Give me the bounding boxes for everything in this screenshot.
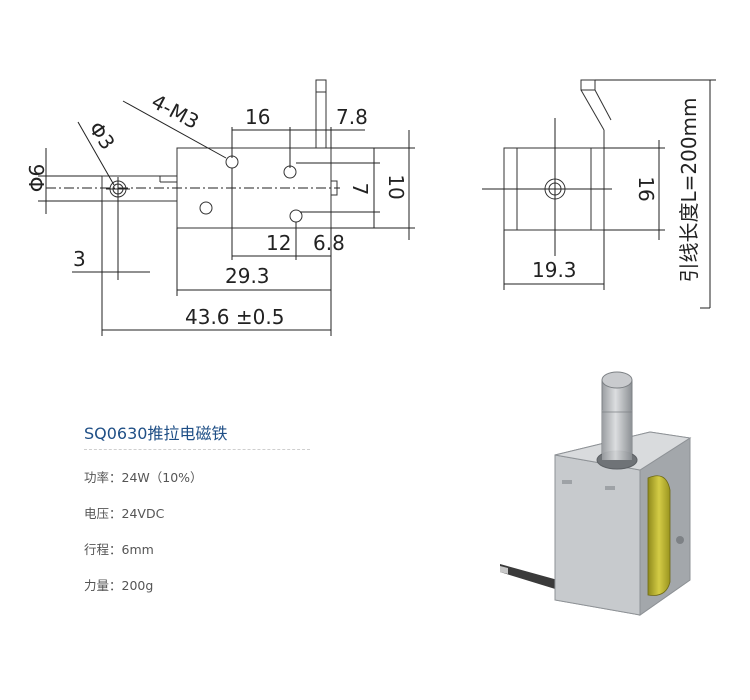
dim-3-label: 3 (73, 247, 86, 271)
side-view: 16 19.3 引线长度L=200mm (482, 79, 716, 309)
product-image (500, 371, 692, 616)
coil (647, 475, 671, 596)
phi6-label: Φ6 (25, 164, 49, 192)
dim-43-6-label: 43.6 ±0.5 (185, 305, 284, 329)
spec-stroke: 行程：6mm (84, 542, 154, 557)
dim-16-label: 16 (245, 105, 270, 129)
front-view: 4-M3 Φ3 Φ6 16 7.8 7 10 3 (25, 79, 415, 336)
lead-wire (500, 564, 565, 592)
product-title: SQ0630推拉电磁铁 (84, 424, 228, 443)
side-dim-16-label: 16 (634, 176, 658, 201)
dim-7-8-label: 7.8 (336, 105, 368, 129)
spec-voltage: 电压：24VDC (84, 506, 165, 521)
spec-power: 功率：24W（10%） (84, 470, 203, 485)
phi3-label: Φ3 (84, 117, 120, 154)
mount-hole (199, 201, 213, 215)
lead-length-label: 引线长度L=200mm (677, 97, 701, 282)
title-divider (84, 449, 310, 450)
m3-label: 4-M3 (148, 89, 203, 134)
dim-7-label: 7 (348, 183, 372, 196)
dim-29-3-label: 29.3 (225, 264, 270, 288)
lead-wire-outline (315, 79, 327, 149)
technical-drawing: 4-M3 Φ3 Φ6 16 7.8 7 10 3 (25, 79, 716, 336)
dim-6-8-label: 6.8 (313, 231, 345, 255)
dim-12-label: 12 (266, 231, 291, 255)
dim-10-label: 10 (384, 174, 408, 199)
spec-force: 力量：200g (84, 578, 154, 593)
side-dim-19-3-label: 19.3 (532, 258, 577, 282)
